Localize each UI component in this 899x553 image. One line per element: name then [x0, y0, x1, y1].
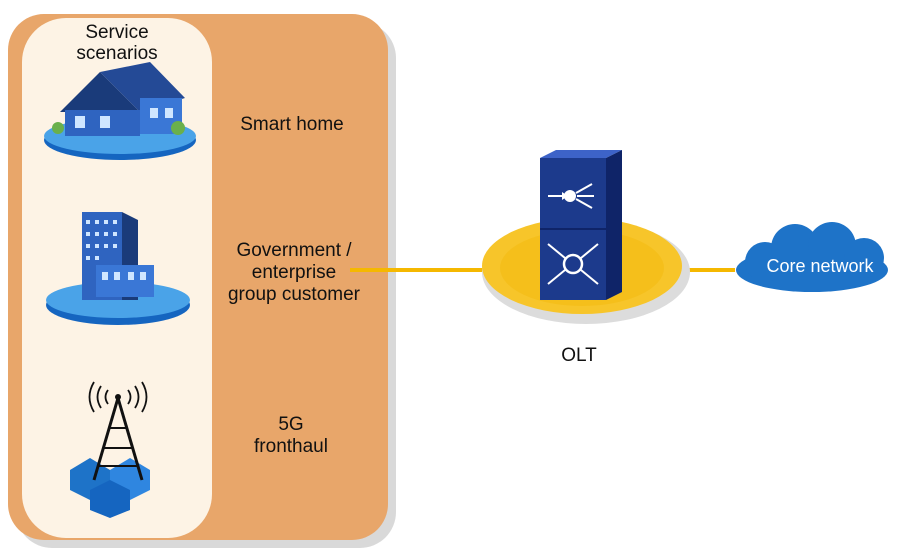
olt-icon: [482, 150, 690, 324]
enterprise-building-icon: [46, 212, 190, 325]
5g-tower-icon: [70, 381, 150, 518]
olt-label: OLT: [561, 345, 597, 366]
scenario-label-5g-fronthaul: 5G fronthaul: [254, 414, 328, 457]
scenario-label-enterprise: Government / enterprise group customer: [227, 240, 360, 305]
scenario-label-smart-home: Smart home: [240, 114, 344, 135]
core-network-label: Core network: [766, 256, 874, 276]
smart-home-icon: [44, 62, 196, 160]
core-network-cloud-icon: [736, 222, 888, 292]
panel-title: Service scenarios: [76, 22, 158, 64]
